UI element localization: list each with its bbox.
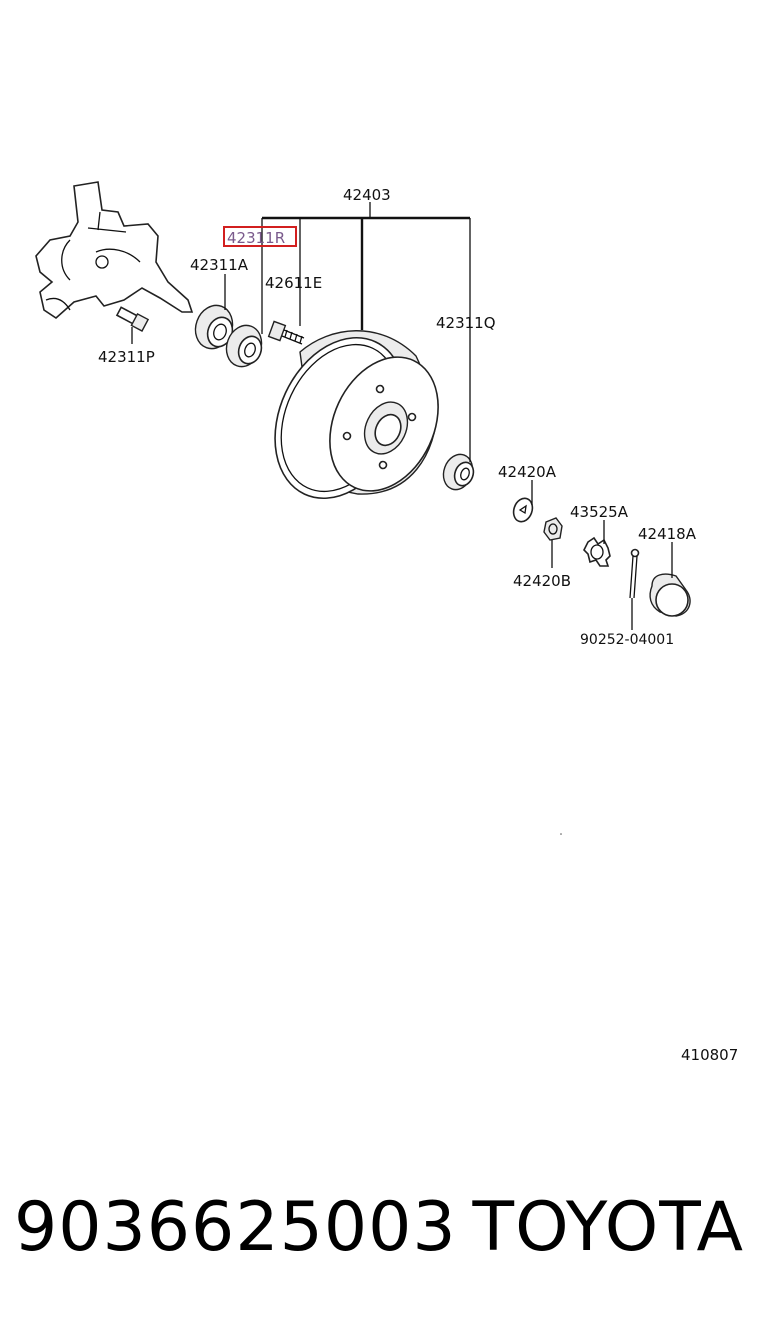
- leader-lines: [131, 202, 673, 630]
- label-bearing-42311a[interactable]: 42311A: [190, 256, 249, 274]
- brake-drum-42403-drawing: [274, 330, 439, 500]
- label-nut-42420b[interactable]: 42420B: [513, 572, 571, 590]
- part-number: 9036625003: [14, 1188, 457, 1267]
- label-cotter-pin-90252-04001[interactable]: 90252-04001: [580, 632, 674, 648]
- label-assembly-42403[interactable]: 42403: [343, 186, 391, 204]
- bolt-42311p-drawing: [115, 306, 150, 332]
- label-highlighted-42311r[interactable]: 42311R: [227, 229, 285, 247]
- label-cap-42418a[interactable]: 42418A: [638, 525, 697, 543]
- brand-name: TOYOTA: [472, 1188, 744, 1267]
- bearing-42311q-drawing: [442, 453, 475, 491]
- nut-lock-43525a-drawing: [583, 536, 611, 567]
- washer-42420a-drawing: [512, 497, 534, 523]
- label-bolt-42311p[interactable]: 42311P: [98, 348, 155, 366]
- part-footer: 9036625003 TOYOTA: [0, 1188, 760, 1278]
- label-hub-bolt-42611e[interactable]: 42611E: [265, 274, 322, 292]
- highlight-box: [223, 226, 297, 247]
- grease-cap-42418a-drawing: [649, 573, 691, 617]
- label-nut-lock-43525a[interactable]: 43525A: [570, 503, 629, 521]
- label-bearing-42311q[interactable]: 42311Q: [436, 314, 496, 332]
- cotter-pin-drawing: [629, 548, 640, 599]
- bearing-42311r-drawing: [225, 324, 263, 368]
- nut-42420b-drawing: [543, 517, 563, 541]
- steering-knuckle-drawing: [35, 181, 194, 320]
- bearing-42311a-drawing: [194, 304, 234, 350]
- stray-dot: [560, 833, 562, 835]
- label-washer-42420a[interactable]: 42420A: [498, 463, 557, 481]
- diagram-code: 410807: [681, 1046, 738, 1064]
- hub-bolt-42611e-drawing: [267, 320, 305, 345]
